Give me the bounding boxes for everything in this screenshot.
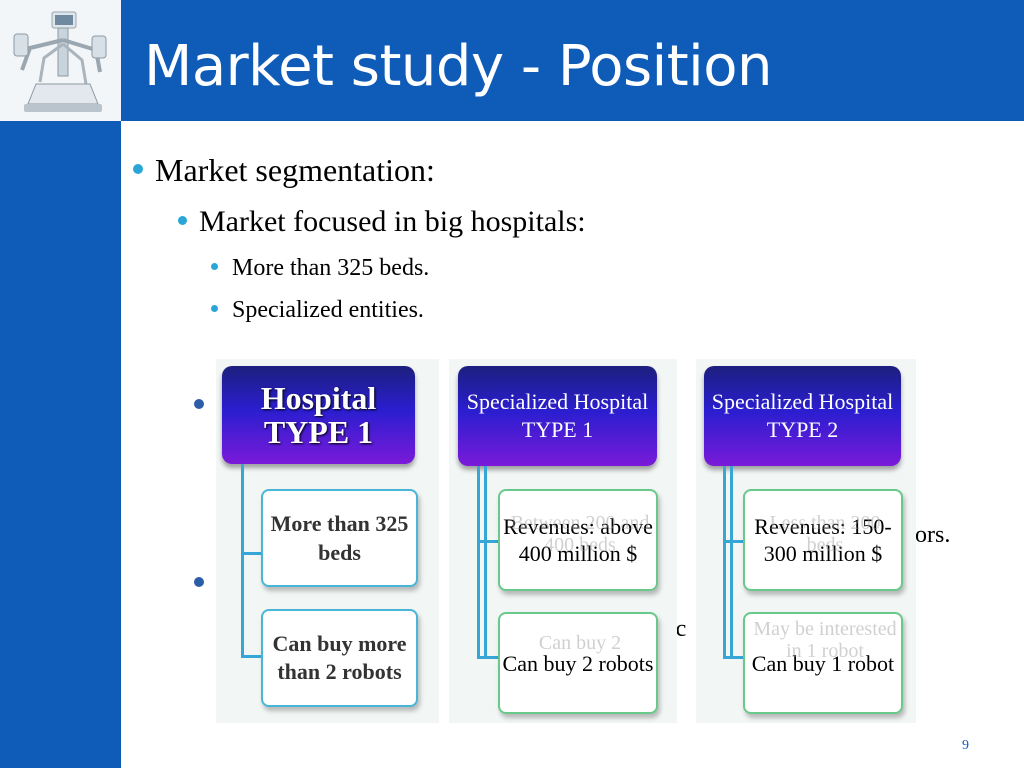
connector-line xyxy=(241,552,262,555)
title-bar xyxy=(121,0,1024,121)
card-robots: Can buy more than 2 robots xyxy=(261,609,418,707)
card-text: Can buy more than 2 robots xyxy=(272,631,407,684)
bullet-level2-text: Market focused in big hospitals: xyxy=(199,205,586,238)
bullet-dot-icon xyxy=(133,163,143,174)
connector-line xyxy=(477,656,499,659)
header-specialized-type2: Specialized Hospital TYPE 2 xyxy=(704,366,901,466)
hidden-bullet-dot-icon xyxy=(194,577,204,587)
bullet-level3-text: Specialized entities. xyxy=(232,297,424,323)
header-text: Specialized Hospital TYPE 1 xyxy=(466,389,649,442)
peek-text: ors. xyxy=(915,522,951,548)
bullet-level1: Market segmentation: xyxy=(133,152,435,189)
connector-line xyxy=(730,466,733,658)
connector-line xyxy=(723,656,745,659)
bullet-dot-icon xyxy=(211,304,218,312)
bullet-level3-entities: Specialized entities. xyxy=(211,297,424,324)
bullet-dot-icon xyxy=(211,262,218,270)
card-text: Revenues: above 400 million $ xyxy=(503,514,653,566)
card-text: Revenues: 150-300 million $ xyxy=(754,514,892,566)
header-text: Hospital TYPE 1 xyxy=(260,380,377,450)
ghost-text: Can buy 2 xyxy=(538,632,622,654)
hidden-bullet-dot-icon xyxy=(194,399,204,409)
connector-line xyxy=(241,655,262,658)
page-number: 9 xyxy=(962,738,969,753)
card-text: More than 325 beds xyxy=(270,511,409,565)
header-text: Specialized Hospital TYPE 2 xyxy=(711,389,894,442)
connector-line xyxy=(723,466,726,658)
card-robots: Can buy 2 robots xyxy=(498,612,658,714)
card-robots: Can buy 1 robot xyxy=(743,612,903,714)
surgical-robot-icon xyxy=(0,0,121,121)
bullet-dot-icon xyxy=(178,215,187,225)
bullet-level3-text: More than 325 beds. xyxy=(232,255,430,281)
connector-line xyxy=(241,464,244,657)
card-revenues: Revenues: above 400 million $ xyxy=(498,489,658,591)
connector-line xyxy=(723,540,745,543)
header-specialized-type1: Specialized Hospital TYPE 1 xyxy=(458,366,657,466)
connector-line xyxy=(484,466,487,658)
bullet-level2: Market focused in big hospitals: xyxy=(178,205,586,239)
card-revenues: Revenues: 150-300 million $ xyxy=(743,489,903,591)
bullet-level3-beds: More than 325 beds. xyxy=(211,255,429,282)
bullet-level1-text: Market segmentation: xyxy=(155,152,435,188)
connector-line xyxy=(477,540,499,543)
connector-line xyxy=(477,466,480,658)
card-text: Can buy 1 robot xyxy=(751,650,895,676)
left-sidebar-bar xyxy=(0,0,121,768)
ghost-text: Less than 200 beds xyxy=(769,512,881,556)
header-hospital-type1: Hospital TYPE 1 xyxy=(222,366,415,464)
card-text: Can buy 2 robots xyxy=(502,650,654,676)
slide-title: Market study - Position xyxy=(144,34,772,99)
ghost-text: Between 200 and 400 beds xyxy=(510,512,650,556)
card-beds: More than 325 beds xyxy=(261,489,418,587)
ghost-text: May be interested in 1 robot xyxy=(753,618,897,662)
